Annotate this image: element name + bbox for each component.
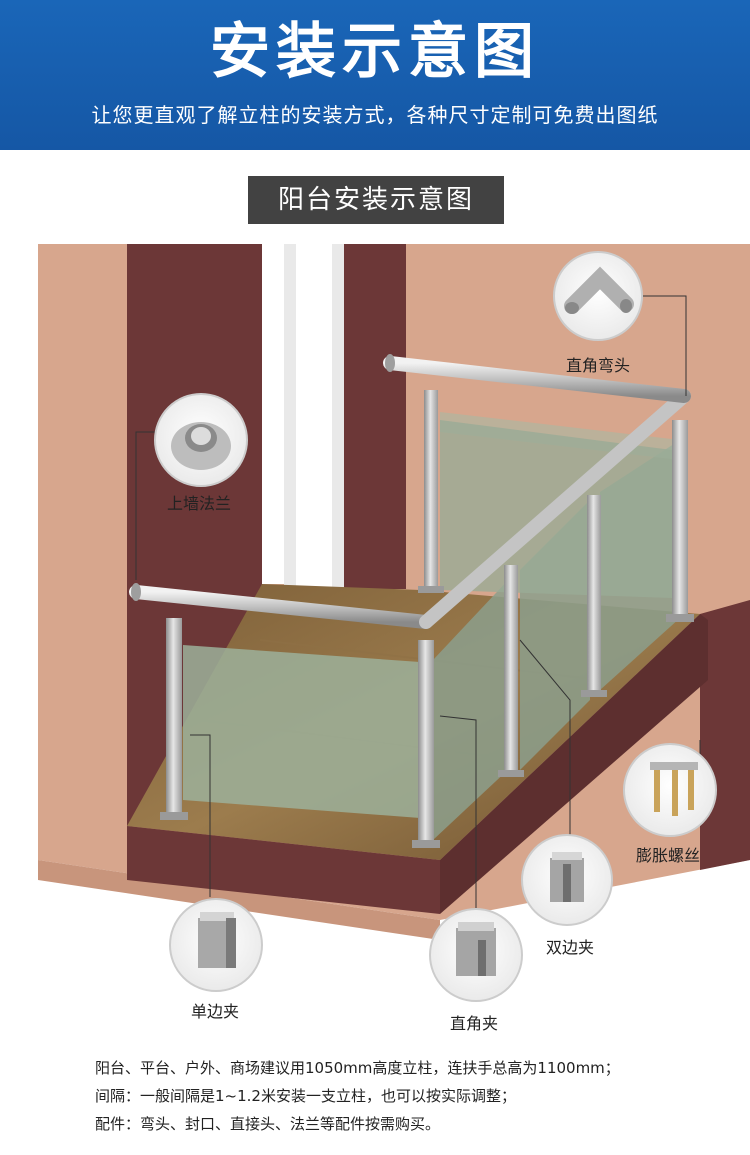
notes: 阳台、平台、户外、商场建议用1050mm高度立柱，连扶手总高为1100mm； 间… [95, 1054, 715, 1138]
note-item: 配件：弯头、封口、直接头、法兰等配件按需购买。 [95, 1115, 441, 1133]
callout-corner-clip [429, 908, 523, 1002]
label-double-clip: 双边夹 [546, 938, 595, 957]
label-single-clip: 单边夹 [191, 1002, 240, 1021]
callout-elbow [553, 251, 643, 341]
section-title: 阳台安装示意图 [248, 176, 504, 224]
page-subtitle: 让您更直观了解立柱的安装方式，各种尺寸定制可免费出图纸 [91, 103, 659, 127]
label-wall-flange: 上墙法兰 [167, 494, 232, 513]
callout-expansion-bolt [623, 743, 717, 837]
leader-lines [135, 295, 701, 920]
page-title: 安装示意图 [210, 17, 540, 87]
label-corner-clip: 直角夹 [450, 1014, 499, 1033]
callout-double-clip [521, 834, 613, 926]
balcony-diagram [38, 244, 750, 1002]
posts [160, 390, 694, 848]
label-expansion-bolt: 膨胀螺丝 [636, 846, 701, 865]
note-item: 间隔：一般间隔是1~1.2米安装一支立柱，也可以按实际调整； [95, 1087, 516, 1105]
handrails [129, 354, 691, 629]
label-elbow: 直角弯头 [566, 356, 631, 375]
header-banner: 安装示意图 让您更直观了解立柱的安装方式，各种尺寸定制可免费出图纸 [0, 0, 750, 150]
note-item: 阳台、平台、户外、商场建议用1050mm高度立柱，连扶手总高为1100mm； [95, 1059, 620, 1077]
callout-wall-flange [154, 393, 248, 487]
callout-single-clip [169, 898, 263, 992]
